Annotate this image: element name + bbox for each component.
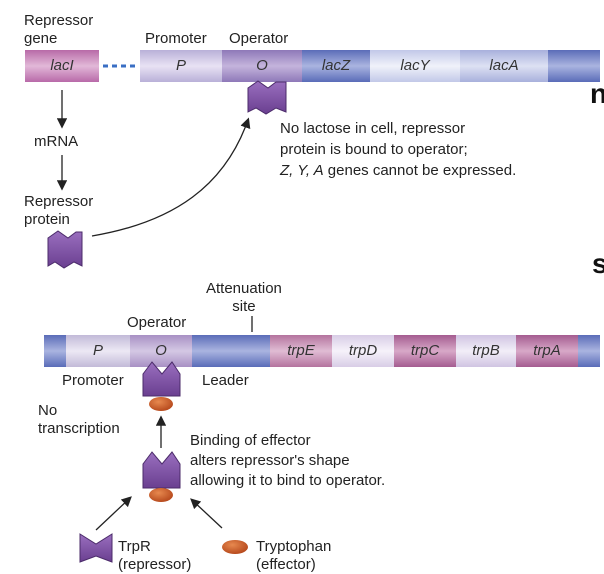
no-transcription-label: No transcription (38, 402, 120, 437)
segment-o-trp: O (155, 342, 167, 359)
figure-part-letter-a: n. (590, 78, 604, 109)
lac-note-line3-rest: genes cannot be expressed. (323, 162, 517, 179)
trpb-region (456, 335, 516, 367)
segment-p-trp: P (92, 342, 103, 359)
binding-note-line1: Binding of effector (190, 432, 311, 449)
trp-promoter-label: Promoter (62, 372, 124, 389)
lac-promoter-region (140, 50, 222, 82)
segment-lacy: lacY (400, 57, 430, 74)
laci-gene-block (25, 50, 99, 82)
repressor-protein-label: Repressor protein (24, 193, 94, 228)
lac-note-line2: protein is bound to operator; (280, 141, 468, 158)
lac-note-genes: Z, Y, A (280, 162, 324, 179)
segment-laca: lacA (489, 57, 519, 74)
arrow-repressor-to-complex (95, 496, 132, 531)
legend-tryptophan-line1: Tryptophan (256, 538, 332, 555)
attenuation-site-label: Attenuation site (206, 280, 282, 315)
trpc-region (394, 335, 456, 367)
arrow-effector-to-complex (190, 498, 223, 529)
leader-label: Leader (202, 372, 249, 389)
trp-operator-region (130, 335, 192, 367)
trp-repressor-bound-icon (142, 361, 181, 397)
trp-operator-label: Operator (127, 314, 187, 331)
segment-p-lac: P (175, 57, 186, 74)
mrna-label: mRNA (34, 133, 79, 150)
segment-lacz: lacZ (321, 57, 351, 74)
trpr-legend-icon (79, 533, 113, 563)
lac-note-line1: No lactose in cell, repressor (280, 120, 466, 137)
legend-trpr-line2: (repressor) (118, 556, 192, 573)
segment-trpb: trpB (472, 342, 500, 359)
laca-region (460, 50, 548, 82)
tryptophan-legend-icon (222, 540, 248, 554)
trpd-region (332, 335, 394, 367)
lac-note-line3: Z, Y, A genes cannot be expressed. (280, 162, 516, 180)
lac-repressor-bound-icon (247, 80, 287, 115)
binding-note-line2: alters repressor's shape (190, 452, 350, 469)
trp-promoter-region (66, 335, 130, 367)
trpa-region (516, 335, 578, 367)
tryptophan-active-icon (149, 488, 173, 502)
operator-label: Operator (229, 30, 289, 47)
lacy-region (370, 50, 460, 82)
segment-laci: lacI (50, 57, 74, 74)
figure-part-letter-b: s (592, 248, 604, 279)
repressor-gene-label: Repressor gene (24, 12, 94, 47)
segment-o-lac: O (256, 57, 268, 74)
segment-trpe: trpE (287, 342, 315, 359)
segment-trpc: trpC (410, 342, 440, 359)
segment-trpd: trpD (348, 342, 378, 359)
segment-trpa: trpA (533, 342, 561, 359)
promoter-label: Promoter (145, 30, 207, 47)
trp-repressor-active-icon (142, 451, 181, 489)
legend-trpr-line1: TrpR (118, 538, 151, 555)
legend-tryptophan-line2: (effector) (256, 556, 316, 573)
binding-note-line3: allowing it to bind to operator. (190, 472, 386, 489)
lac-repressor-free-icon (47, 230, 83, 269)
trpe-region (270, 335, 332, 367)
tryptophan-bound-icon (149, 397, 173, 411)
lac-operator-region (222, 50, 302, 82)
arrow-protein-to-operator (91, 117, 251, 237)
